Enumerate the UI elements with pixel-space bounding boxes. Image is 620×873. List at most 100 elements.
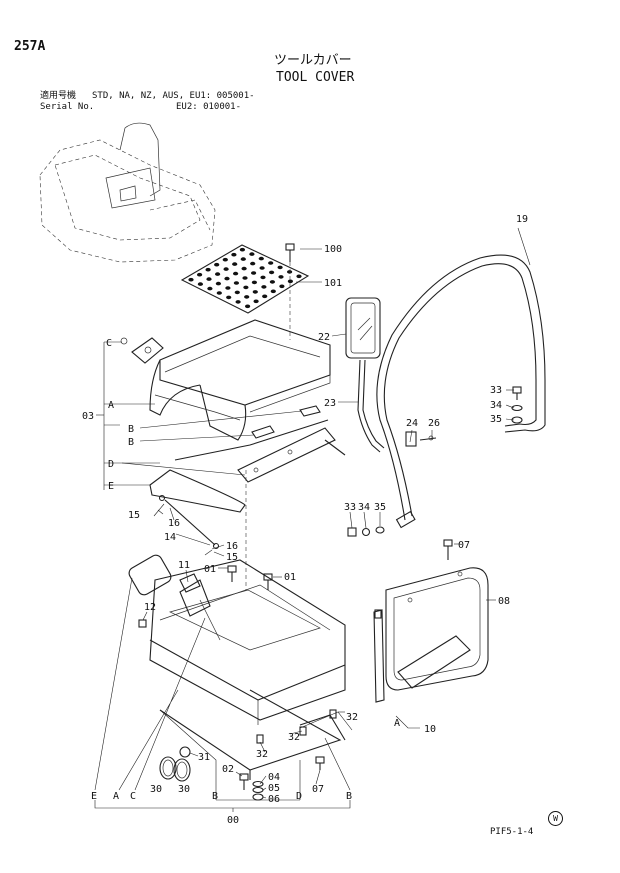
callout-14: 14 bbox=[164, 532, 176, 543]
mat-hole bbox=[216, 291, 222, 295]
mat-hole bbox=[260, 275, 266, 280]
mat-hole bbox=[225, 286, 231, 290]
callout-02: 02 bbox=[222, 764, 234, 775]
serial-label: Serial No. bbox=[40, 102, 95, 112]
mat-hole bbox=[250, 261, 256, 266]
bottom-assembly-00: 00 bbox=[227, 815, 239, 826]
mirror-22 bbox=[345, 297, 381, 359]
callout-32-a: 32 bbox=[346, 712, 358, 723]
callout-22: 22 bbox=[318, 332, 330, 343]
page-number: 257A bbox=[14, 39, 46, 54]
callout-04: 04 bbox=[268, 772, 280, 783]
bottom-letter-b1: B bbox=[212, 791, 218, 802]
mat-hole bbox=[241, 266, 247, 271]
mat-hole bbox=[233, 281, 239, 285]
mat-hole bbox=[268, 261, 274, 265]
bottom-letter-e: E bbox=[91, 791, 97, 802]
page-title-japanese: ツールカバー bbox=[274, 53, 352, 68]
mat-hole bbox=[197, 282, 203, 286]
bolt-washer-set-lower bbox=[347, 526, 385, 537]
callout-06: 06 bbox=[268, 794, 280, 805]
callout-32-c: 32 bbox=[256, 749, 268, 760]
mat-hole bbox=[240, 257, 246, 261]
mat-hole bbox=[251, 271, 257, 275]
mat-hole bbox=[232, 262, 238, 266]
grommet-31 bbox=[179, 746, 191, 758]
callout-31: 31 bbox=[198, 752, 210, 763]
bottom-letter-c: C bbox=[130, 791, 136, 802]
mat-hole bbox=[277, 265, 283, 270]
bolt-washer-set-upper bbox=[511, 386, 523, 424]
callout-07-upper: 07 bbox=[458, 540, 470, 551]
side-panel-08 bbox=[385, 567, 489, 691]
callout-b2: B bbox=[128, 437, 134, 448]
mat-hole bbox=[259, 266, 265, 270]
rings-30 bbox=[159, 756, 191, 782]
bolt-07-upper bbox=[443, 539, 453, 560]
callout-c: C bbox=[106, 338, 112, 349]
bottom-letter-d: D bbox=[296, 791, 302, 802]
mat-hole bbox=[251, 280, 257, 285]
bottom-letter-b2: B bbox=[346, 791, 352, 802]
mat-hole bbox=[270, 289, 276, 294]
mat-hole bbox=[269, 280, 275, 284]
callout-33-upper: 33 bbox=[490, 385, 502, 396]
plate-11 bbox=[179, 573, 201, 593]
callout-33-lower: 33 bbox=[344, 502, 356, 513]
callout-d: D bbox=[108, 459, 114, 470]
mat-hole bbox=[258, 256, 264, 261]
handrail-19 bbox=[376, 254, 546, 529]
mat-hole bbox=[269, 270, 275, 275]
callout-e: E bbox=[108, 481, 114, 492]
mat-hole bbox=[235, 300, 241, 304]
mat-hole bbox=[234, 290, 240, 295]
mat-hole bbox=[214, 262, 220, 267]
mat-hole bbox=[287, 270, 293, 274]
tool-box-body bbox=[149, 559, 346, 725]
mat-hole bbox=[223, 267, 229, 271]
callout-05: 05 bbox=[268, 783, 280, 794]
clamp-24 bbox=[405, 431, 437, 447]
bracket-10 bbox=[373, 609, 385, 703]
watermark-stamp: W bbox=[548, 811, 563, 826]
mat-hole bbox=[231, 252, 237, 257]
mat-hole bbox=[245, 304, 251, 309]
leader-lines bbox=[94, 227, 531, 812]
callout-07-lower: 07 bbox=[312, 784, 324, 795]
seal-ring-left bbox=[128, 554, 172, 596]
bolt-100 bbox=[285, 243, 295, 340]
mat-hole bbox=[233, 271, 239, 276]
mat-hole bbox=[262, 294, 268, 299]
callout-a-right: A bbox=[394, 718, 400, 729]
mat-hole bbox=[243, 285, 249, 290]
mat-hole bbox=[278, 275, 284, 279]
callout-16-upper: 16 bbox=[168, 518, 180, 529]
callout-12: 12 bbox=[144, 602, 156, 613]
callout-16-lower: 16 bbox=[226, 541, 238, 552]
mat-hole bbox=[249, 252, 255, 256]
bolt-01-b bbox=[263, 573, 273, 590]
mat-hole bbox=[215, 272, 221, 276]
mirror-stay-23 bbox=[357, 359, 385, 453]
bolts-32 bbox=[256, 609, 382, 744]
seal-strips-b bbox=[174, 405, 329, 461]
callout-30-a: 30 bbox=[150, 784, 162, 795]
callout-26: 26 bbox=[428, 418, 440, 429]
top-cover-03 bbox=[149, 319, 331, 441]
mat-hole bbox=[224, 276, 230, 281]
applicable-model-label: 適用号機 bbox=[40, 91, 77, 101]
callout-a: A bbox=[108, 400, 114, 411]
callout-01-a: 01 bbox=[204, 564, 216, 575]
mat-hole bbox=[239, 247, 245, 252]
perforated-mat-101 bbox=[180, 244, 310, 314]
callout-10: 10 bbox=[424, 724, 436, 735]
bottom-plate bbox=[159, 689, 346, 780]
mat-hole bbox=[226, 295, 232, 300]
seal-e bbox=[149, 469, 246, 513]
callout-34-lower: 34 bbox=[358, 502, 370, 513]
callout-08: 08 bbox=[498, 596, 510, 607]
mat-hole bbox=[188, 277, 194, 282]
callout-30-b: 30 bbox=[178, 784, 190, 795]
mat-hole bbox=[207, 286, 213, 291]
callout-19: 19 bbox=[516, 214, 528, 225]
